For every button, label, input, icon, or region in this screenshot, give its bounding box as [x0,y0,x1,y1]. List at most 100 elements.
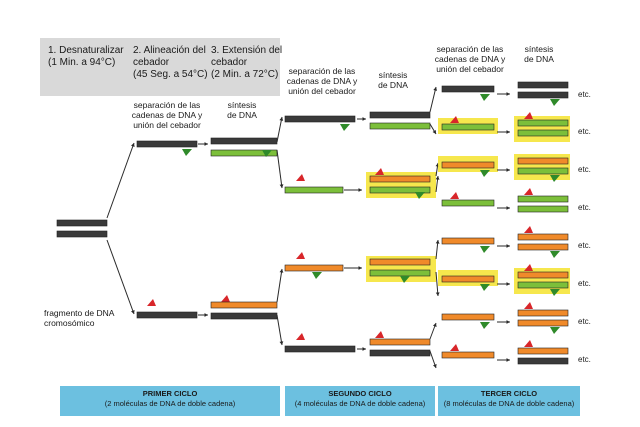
dna-strand [517,91,569,99]
cycle-panel-2: SEGUNDO CICLO (4 moléculas de DNA de dob… [285,386,435,416]
arrow-head [358,188,362,192]
arrow-head [279,269,284,273]
etc-label: etc. [578,165,591,174]
dna-strand [441,199,495,207]
primer-red [296,333,305,340]
dna-strand [517,347,569,355]
dna-strand [517,319,569,327]
primer-red [524,302,533,309]
dna-strand [136,140,198,148]
dna-strand [441,85,495,93]
primer-green [480,94,490,101]
step-anneal: 2. Alineación del cebador (45 Seg. a 54°… [133,45,208,80]
primer-red [450,192,459,199]
label-fragment: fragmento de DNA cromosómico [44,308,115,328]
flow-arrow [429,86,437,113]
cycle-panel-1: PRIMER CICLO (2 moléculas de DNA de dobl… [60,386,280,416]
etc-label: etc. [578,279,591,288]
primer-red [524,340,533,347]
primer-green [550,327,560,334]
primer-green [480,284,490,291]
label-separation-cycle3: separación de las cadenas de DNA y unión… [434,44,506,74]
primer-red [524,188,533,195]
primer-green [312,272,322,279]
dna-strand [517,309,569,317]
primer-green [340,124,350,131]
arrow-head [506,92,510,96]
dna-strand [517,119,569,127]
primer-red [296,252,305,259]
dna-strand [517,129,569,137]
primer-red [524,264,533,271]
dna-strand [517,281,569,289]
label-synthesis-cycle1: síntesis de DNA [227,100,257,120]
arrow-head [279,117,284,121]
cycle-title: SEGUNDO CICLO [328,389,392,398]
arrow-head [362,347,366,351]
dna-strand [210,312,278,320]
primer-green [480,322,490,329]
arrow-head [506,168,510,172]
dna-strand [284,345,356,353]
primer-red [375,168,384,175]
dna-strand [210,137,278,145]
arrow-head [432,323,437,327]
arrow-head [131,143,135,147]
arrow-head [130,310,135,314]
arrow-head [435,240,440,244]
dna-strand [441,313,495,321]
label-synthesis-cycle3: síntesis de DNA [524,44,554,64]
primer-green [480,170,490,177]
primer-red [524,226,533,233]
label-synthesis-cycle2: síntesis de DNA [378,70,408,90]
primer-red [450,116,459,123]
dna-strand [369,269,431,277]
dna-strand [517,205,569,213]
cycle-title: TERCER CICLO [480,389,538,398]
arrow-head [279,341,284,345]
cycle-title: PRIMER CICLO [142,389,198,398]
arrow-head [279,184,284,188]
primer-green [182,149,192,156]
dna-strand [441,275,495,283]
dna-strand [56,219,108,227]
dna-strand [369,122,431,130]
step-extend: 3. Extensión del cebador (2 Min. a 72°C) [211,45,283,80]
dna-strand [517,195,569,203]
arrow-head [506,244,510,248]
dna-strand [517,167,569,175]
cycle-subtitle: (4 moléculas de DNA de doble cadena) [294,399,426,408]
dna-strand [517,233,569,241]
cycle-panel-3: TERCER CICLO (8 moléculas de DNA de dobl… [438,386,580,416]
dna-strand [517,157,569,165]
primer-red [296,174,305,181]
dna-strand [56,230,108,238]
dna-strand [441,237,495,245]
flow-arrow [276,268,283,303]
etc-label: etc. [578,317,591,326]
flow-arrow [435,271,439,297]
dna-strand [441,351,495,359]
arrow-head [204,313,208,317]
primer-green [550,251,560,258]
arrow-head [435,176,440,180]
dna-strand [284,264,344,272]
dna-strand [369,349,431,357]
primer-red [375,331,384,338]
etc-label: etc. [578,241,591,250]
dna-strand [369,175,431,183]
label-separation-cycle2: separación de las cadenas de DNA y unión… [286,66,358,96]
dna-strand [441,161,495,169]
label-separation-cycle1: separación de las cadenas de DNA y unión… [131,100,203,130]
dna-strand [369,338,431,346]
dna-strand [441,123,495,131]
primer-green [550,289,560,296]
primer-green [550,99,560,106]
dna-strand [284,186,344,194]
dna-strand [369,258,431,266]
arrow-head [435,292,440,296]
etc-label: etc. [578,90,591,99]
dna-strand [517,271,569,279]
primer-green [550,175,560,182]
